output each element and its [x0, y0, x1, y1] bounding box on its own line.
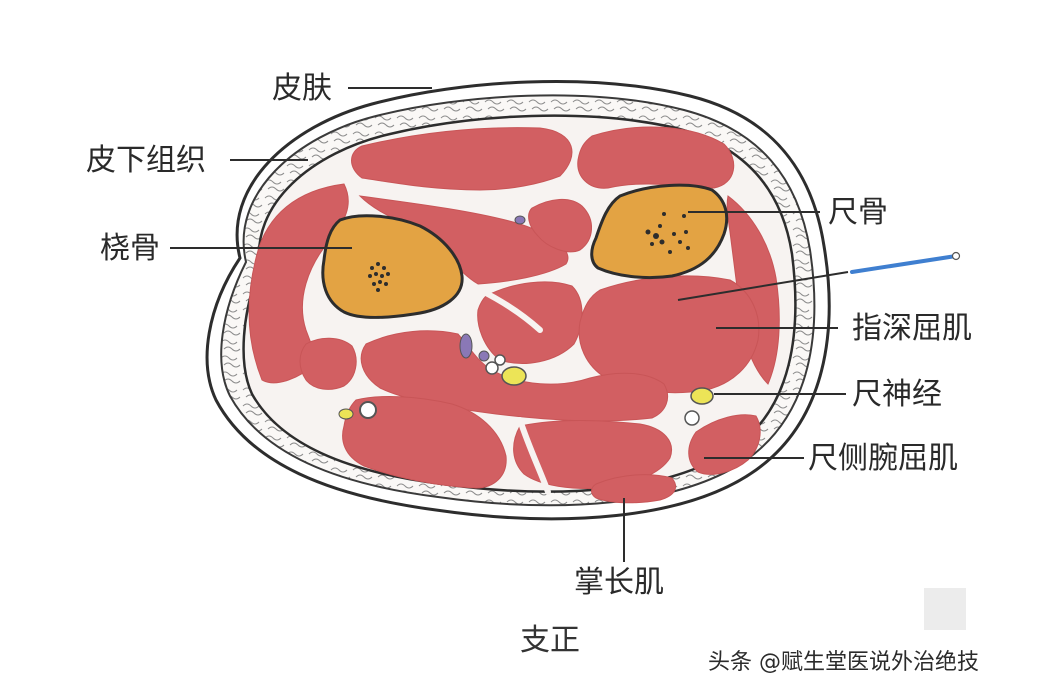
ulnar-nerve — [690, 387, 714, 405]
muscle-brachioradialis — [248, 183, 349, 384]
watermark: 头条 @赋生堂医说外治绝技 — [708, 650, 979, 675]
label-palmaris-longus: 掌长肌 — [574, 565, 664, 600]
corner-badge — [924, 588, 966, 630]
radius-marrow — [368, 262, 390, 292]
acupuncture-needle — [850, 254, 958, 274]
needle-tip — [951, 251, 961, 261]
figure-caption: 支正 — [520, 623, 580, 658]
ulna-marrow — [645, 212, 690, 254]
muscle-flexor-carpi-ulnaris — [688, 414, 761, 475]
median-vein — [459, 333, 473, 359]
label-flexor-digitorum-profundus: 指深屈肌 — [852, 311, 972, 346]
muscle-superficial-left — [351, 127, 573, 191]
leader-needle-tract — [677, 271, 849, 301]
label-ulna: 尺骨 — [828, 195, 888, 230]
ulna-bone — [590, 183, 729, 280]
radial-artery — [359, 401, 377, 419]
interosseous-vessel — [514, 215, 526, 225]
label-subcutaneous-tissue: 皮下组织 — [86, 143, 206, 178]
muscle-right-edge — [726, 195, 780, 385]
artery-left-b — [494, 354, 506, 366]
small-vein — [478, 350, 490, 362]
radius-bone — [321, 214, 464, 319]
label-skin: 皮肤 — [272, 71, 332, 106]
muscle-center-small — [528, 199, 592, 253]
ulnar-artery — [684, 410, 700, 426]
muscle-lower-center — [513, 420, 672, 489]
radial-nerve — [338, 408, 354, 420]
artery-left-a — [485, 361, 499, 375]
muscle-left-deep — [299, 337, 357, 390]
label-radius: 桡骨 — [100, 231, 160, 266]
muscle-palmaris-longus — [591, 474, 676, 504]
muscle-lower-left — [342, 396, 507, 489]
median-nerve — [501, 366, 527, 386]
label-ulnar-nerve: 尺神经 — [852, 377, 942, 412]
label-flexor-carpi-ulnaris: 尺侧腕屈肌 — [808, 441, 958, 476]
